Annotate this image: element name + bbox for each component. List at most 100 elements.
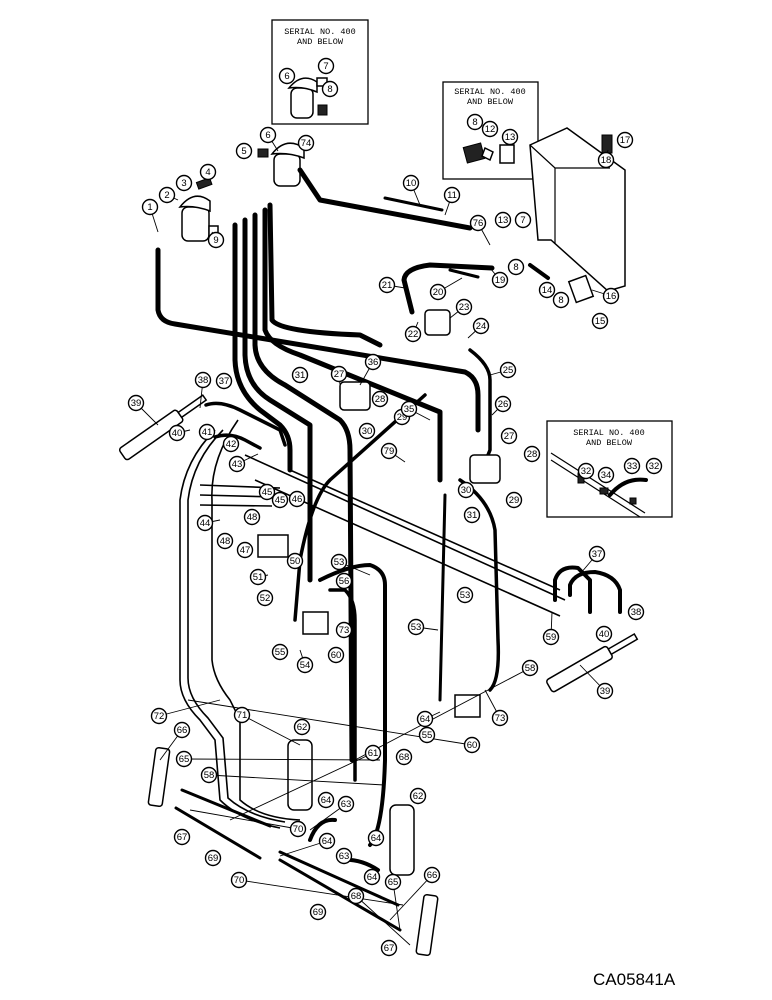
callout-66: 66	[173, 721, 191, 739]
callout-circle	[416, 710, 434, 728]
callout-46: 46	[288, 490, 306, 508]
callout-32: 32	[645, 457, 663, 475]
callout-circle	[552, 291, 570, 309]
callout-leader	[355, 895, 411, 946]
callout-label: 58	[525, 663, 536, 674]
callout-circle	[501, 128, 519, 146]
callout-label: 63	[339, 851, 350, 862]
callout-50: 50	[286, 552, 304, 570]
callout-58: 58	[521, 659, 539, 677]
callout-circle	[494, 211, 512, 229]
callout-label: 43	[232, 459, 243, 470]
callout-43: 43	[228, 455, 246, 473]
callout-circle	[400, 400, 418, 418]
callout-20: 20	[429, 283, 447, 301]
callout-58: 58	[200, 766, 218, 784]
callout-label: 27	[504, 431, 515, 442]
callout-label: 38	[198, 375, 209, 386]
callout-label: 53	[460, 590, 471, 601]
drawing-code: CA05841A	[593, 970, 676, 989]
callout-leader	[238, 879, 404, 906]
inset-top-line2: AND BELOW	[297, 37, 344, 47]
callout-12: 12	[481, 120, 499, 138]
callout-53: 53	[407, 618, 425, 636]
callout-circle	[317, 791, 335, 809]
callout-circle	[466, 113, 484, 131]
callout-14: 14	[538, 281, 556, 299]
callout-circle	[456, 586, 474, 604]
callout-label: 37	[592, 549, 603, 560]
callout-label: 71	[237, 710, 248, 721]
callout-label: 23	[459, 302, 470, 313]
callout-33: 33	[623, 457, 641, 475]
callout-label: 6	[284, 71, 289, 82]
callout-circle	[289, 820, 307, 838]
callout-8: 8	[321, 80, 339, 98]
callout-label: 29	[397, 412, 408, 423]
callout-label: 8	[472, 117, 477, 128]
callout-44: 44	[196, 514, 214, 532]
callout-circle	[196, 514, 214, 532]
pump-27b	[469, 454, 501, 484]
callout-label: 45	[275, 495, 286, 506]
callout-30: 30	[358, 422, 376, 440]
callout-label: 30	[362, 426, 373, 437]
callout-6: 6	[278, 67, 296, 85]
callout-2: 2	[158, 186, 176, 204]
callout-7: 7	[514, 211, 532, 229]
callout-circle	[318, 832, 336, 850]
callout-74: 74	[297, 134, 315, 152]
callout-53: 53	[330, 553, 348, 571]
callout-label: 3	[181, 178, 186, 189]
callout-circle	[623, 457, 641, 475]
callout-26: 26	[494, 395, 512, 413]
callout-label: 64	[367, 872, 378, 883]
callout-circle	[173, 721, 191, 739]
callout-label: 48	[247, 512, 258, 523]
callout-51: 51	[249, 568, 267, 586]
callout-label: 31	[295, 370, 306, 381]
callout-label: 68	[399, 752, 410, 763]
callout-label: 79	[384, 446, 395, 457]
callout-circle	[321, 80, 339, 98]
callout-leader	[241, 714, 301, 746]
callout-circle	[491, 271, 509, 289]
callout-8: 8	[466, 113, 484, 131]
hose-14	[528, 263, 550, 280]
callout-circle	[380, 939, 398, 957]
callout-label: 53	[334, 557, 345, 568]
callout-circle	[418, 726, 436, 744]
callout-circle	[507, 258, 525, 276]
callout-label: 26	[498, 399, 509, 410]
callout-circle	[168, 424, 186, 442]
callout-circle	[127, 394, 145, 412]
cylinder-39-left	[118, 394, 208, 461]
callout-label: 5	[241, 146, 246, 157]
callout-32: 32	[577, 462, 595, 480]
callout-label: 64	[321, 795, 332, 806]
pipe-bundle-a	[232, 222, 293, 473]
callout-circle	[469, 214, 487, 232]
callout-label: 47	[240, 545, 251, 556]
callout-circle	[363, 868, 381, 886]
callout-circle	[335, 572, 353, 590]
callout-label: 64	[371, 833, 382, 844]
callout-leader	[189, 809, 299, 830]
callout-circle	[395, 748, 413, 766]
callout-circle	[457, 481, 475, 499]
callout-circle	[259, 126, 277, 144]
callout-48: 48	[216, 532, 234, 550]
callout-label: 44	[200, 518, 211, 529]
callout-leader	[183, 758, 381, 761]
callout-17: 17	[616, 131, 634, 149]
callout-11: 11	[443, 186, 461, 204]
callout-circle	[463, 736, 481, 754]
callout-circle	[216, 532, 234, 550]
callout-circle	[233, 706, 251, 724]
callout-35: 35	[400, 400, 418, 418]
callout-65: 65	[175, 750, 193, 768]
callout-8: 8	[552, 291, 570, 309]
callout-13: 13	[501, 128, 519, 146]
callout-64: 64	[367, 829, 385, 847]
